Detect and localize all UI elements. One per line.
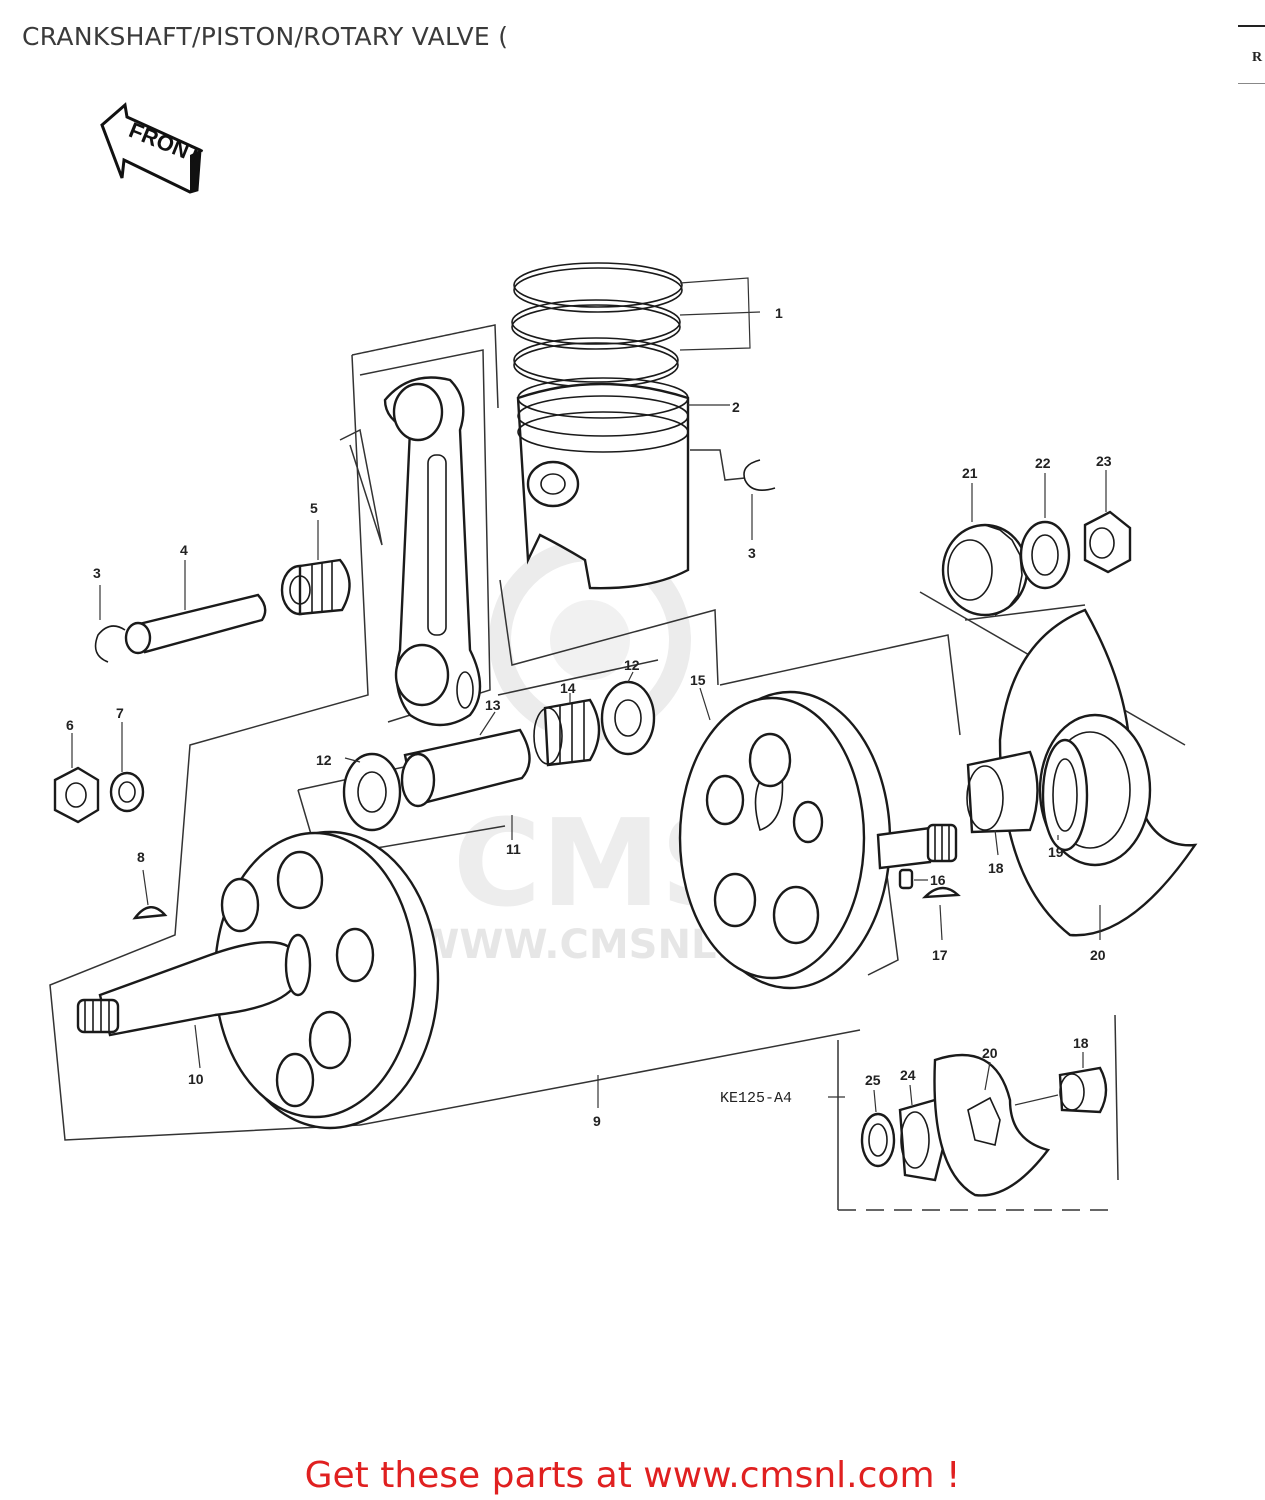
connecting-rod <box>383 376 482 727</box>
corner-rule-bottom <box>1238 83 1265 84</box>
callout-12-left: 12 <box>316 752 332 768</box>
callout-14: 14 <box>560 680 576 696</box>
callout-7: 7 <box>116 705 124 721</box>
callout-3-left: 3 <box>93 565 101 581</box>
callout-23: 23 <box>1096 453 1112 469</box>
callout-22: 22 <box>1035 455 1051 471</box>
front-arrow-icon: FRONT <box>100 102 206 194</box>
washer-7 <box>109 722 145 813</box>
corner-rule-top <box>1238 25 1265 27</box>
page-title: CRANKSHAFT/PISTON/ROTARY VALVE ( <box>22 22 509 51</box>
callout-3-right: 3 <box>748 545 756 561</box>
callout-9: 9 <box>593 1113 601 1129</box>
callout-24: 24 <box>900 1067 916 1083</box>
callout-20: 20 <box>1090 947 1106 963</box>
corner-mark: R <box>1252 50 1263 65</box>
footer-link-text[interactable]: Get these parts at www.cmsnl.com ! <box>304 1455 961 1496</box>
callout-15: 15 <box>690 672 706 688</box>
gear-21 <box>941 483 1029 617</box>
dowel-pin-16 <box>898 868 928 890</box>
washer-22 <box>1019 473 1071 590</box>
callout-13: 13 <box>485 697 501 713</box>
crank-bearing-19 <box>1041 738 1089 852</box>
crank-pin-assembly <box>342 671 656 840</box>
circlip-left <box>94 585 126 663</box>
circlip-right <box>743 459 776 540</box>
callouts: 1 2 3 3 4 5 6 7 8 9 10 11 12 12 13 14 15… <box>66 305 1112 1129</box>
callout-5: 5 <box>310 500 318 516</box>
woodruff-key-17 <box>921 886 961 941</box>
callout-18-inset: 18 <box>1073 1035 1089 1051</box>
piston-pin <box>124 560 267 655</box>
callout-2: 2 <box>732 399 740 415</box>
group-outlines <box>49 324 1186 1211</box>
nut-6 <box>53 733 100 824</box>
piston <box>516 377 730 590</box>
callout-20-inset: 20 <box>982 1045 998 1061</box>
callout-25: 25 <box>865 1072 881 1088</box>
callout-17: 17 <box>932 947 948 963</box>
callout-18: 18 <box>988 860 1004 876</box>
callout-10: 10 <box>188 1071 204 1087</box>
callout-19: 19 <box>1048 844 1064 860</box>
small-end-bearing <box>280 520 351 616</box>
collar-18 <box>966 750 1039 856</box>
left-crank-half <box>76 830 440 1130</box>
callout-21: 21 <box>962 465 978 481</box>
callout-16: 16 <box>930 872 946 888</box>
callout-11: 11 <box>506 841 521 857</box>
model-code-label: KE125-A4 <box>720 1090 792 1107</box>
piston-rings <box>511 262 761 388</box>
callout-4: 4 <box>180 542 188 558</box>
right-crank-half <box>678 687 958 990</box>
callout-1: 1 <box>775 305 783 321</box>
callout-6: 6 <box>66 717 74 733</box>
inset-variant <box>828 1052 1108 1197</box>
callout-12-right: 12 <box>624 657 640 673</box>
woodruff-key-8 <box>132 869 168 920</box>
nut-23 <box>1083 470 1132 574</box>
callout-8: 8 <box>137 849 145 865</box>
